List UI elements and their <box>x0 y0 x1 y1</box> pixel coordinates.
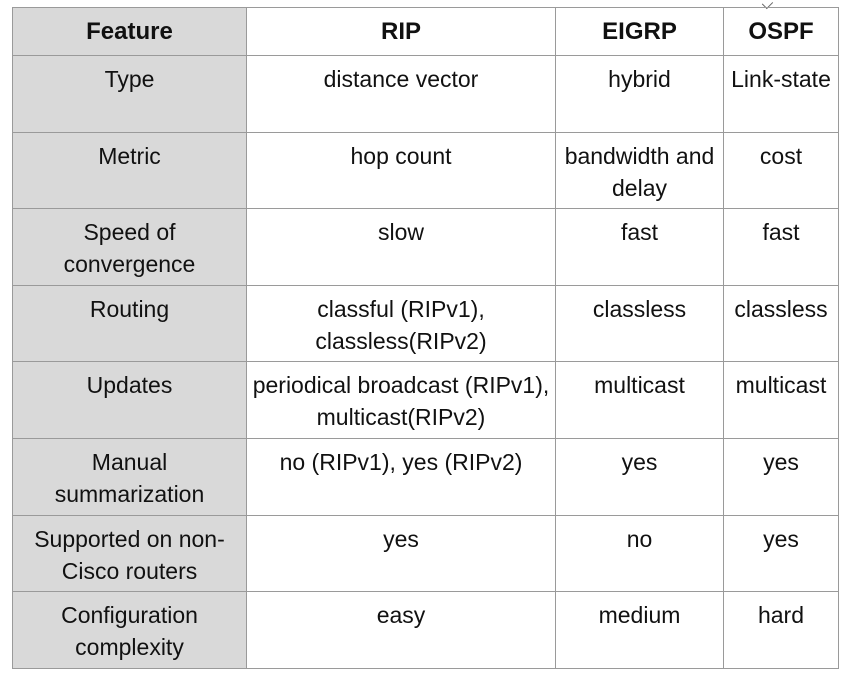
feature-cell: Supported on non-Cisco routers <box>12 514 247 593</box>
ospf-cell: yes <box>723 437 839 516</box>
rip-cell: easy <box>246 591 556 669</box>
rip-cell: distance vector <box>246 55 556 133</box>
eigrp-cell: no <box>555 514 724 593</box>
rip-cell: no (RIPv1), yes (RIPv2) <box>246 437 556 516</box>
ospf-cell: Link-state <box>723 55 839 133</box>
routing-protocol-comparison-table: Feature RIP EIGRP OSPF Type distance vec… <box>12 7 839 669</box>
table-row: Updates periodical broadcast (RIPv1), mu… <box>12 361 839 439</box>
eigrp-cell: bandwidth and delay <box>555 131 724 210</box>
ospf-cell: fast <box>723 208 839 286</box>
feature-cell: Metric <box>12 131 247 210</box>
rip-cell: periodical broadcast (RIPv1), multicast(… <box>246 361 556 439</box>
rip-cell: slow <box>246 208 556 286</box>
ospf-cell: yes <box>723 514 839 593</box>
eigrp-cell: classless <box>555 284 724 363</box>
eigrp-cell: hybrid <box>555 55 724 133</box>
eigrp-cell: medium <box>555 591 724 669</box>
header-rip: RIP <box>246 7 556 56</box>
table-row: Supported on non-Cisco routers yes no ye… <box>12 514 839 593</box>
header-ospf: OSPF <box>723 7 839 56</box>
table-row: Manual summarization no (RIPv1), yes (RI… <box>12 437 839 516</box>
feature-cell: Routing <box>12 284 247 363</box>
feature-cell: Updates <box>12 361 247 439</box>
ospf-cell: hard <box>723 591 839 669</box>
ospf-cell: cost <box>723 131 839 210</box>
table-row: Metric hop count bandwidth and delay cos… <box>12 131 839 210</box>
feature-cell: Speed of convergence <box>12 208 247 286</box>
feature-cell: Configuration complexity <box>12 591 247 669</box>
header-eigrp: EIGRP <box>555 7 724 56</box>
eigrp-cell: fast <box>555 208 724 286</box>
table-row: Type distance vector hybrid Link-state <box>12 55 839 133</box>
table-row: Configuration complexity easy medium har… <box>12 591 839 669</box>
header-feature: Feature <box>12 7 247 56</box>
rip-cell: hop count <box>246 131 556 210</box>
ospf-cell: multicast <box>723 361 839 439</box>
ospf-cell: classless <box>723 284 839 363</box>
feature-cell: Manual summarization <box>12 437 247 516</box>
feature-cell: Type <box>12 55 247 133</box>
table-row: Routing classful (RIPv1), classless(RIPv… <box>12 284 839 363</box>
eigrp-cell: multicast <box>555 361 724 439</box>
header-row: Feature RIP EIGRP OSPF <box>12 7 839 56</box>
table-row: Speed of convergence slow fast fast <box>12 208 839 286</box>
eigrp-cell: yes <box>555 437 724 516</box>
rip-cell: classful (RIPv1), classless(RIPv2) <box>246 284 556 363</box>
rip-cell: yes <box>246 514 556 593</box>
